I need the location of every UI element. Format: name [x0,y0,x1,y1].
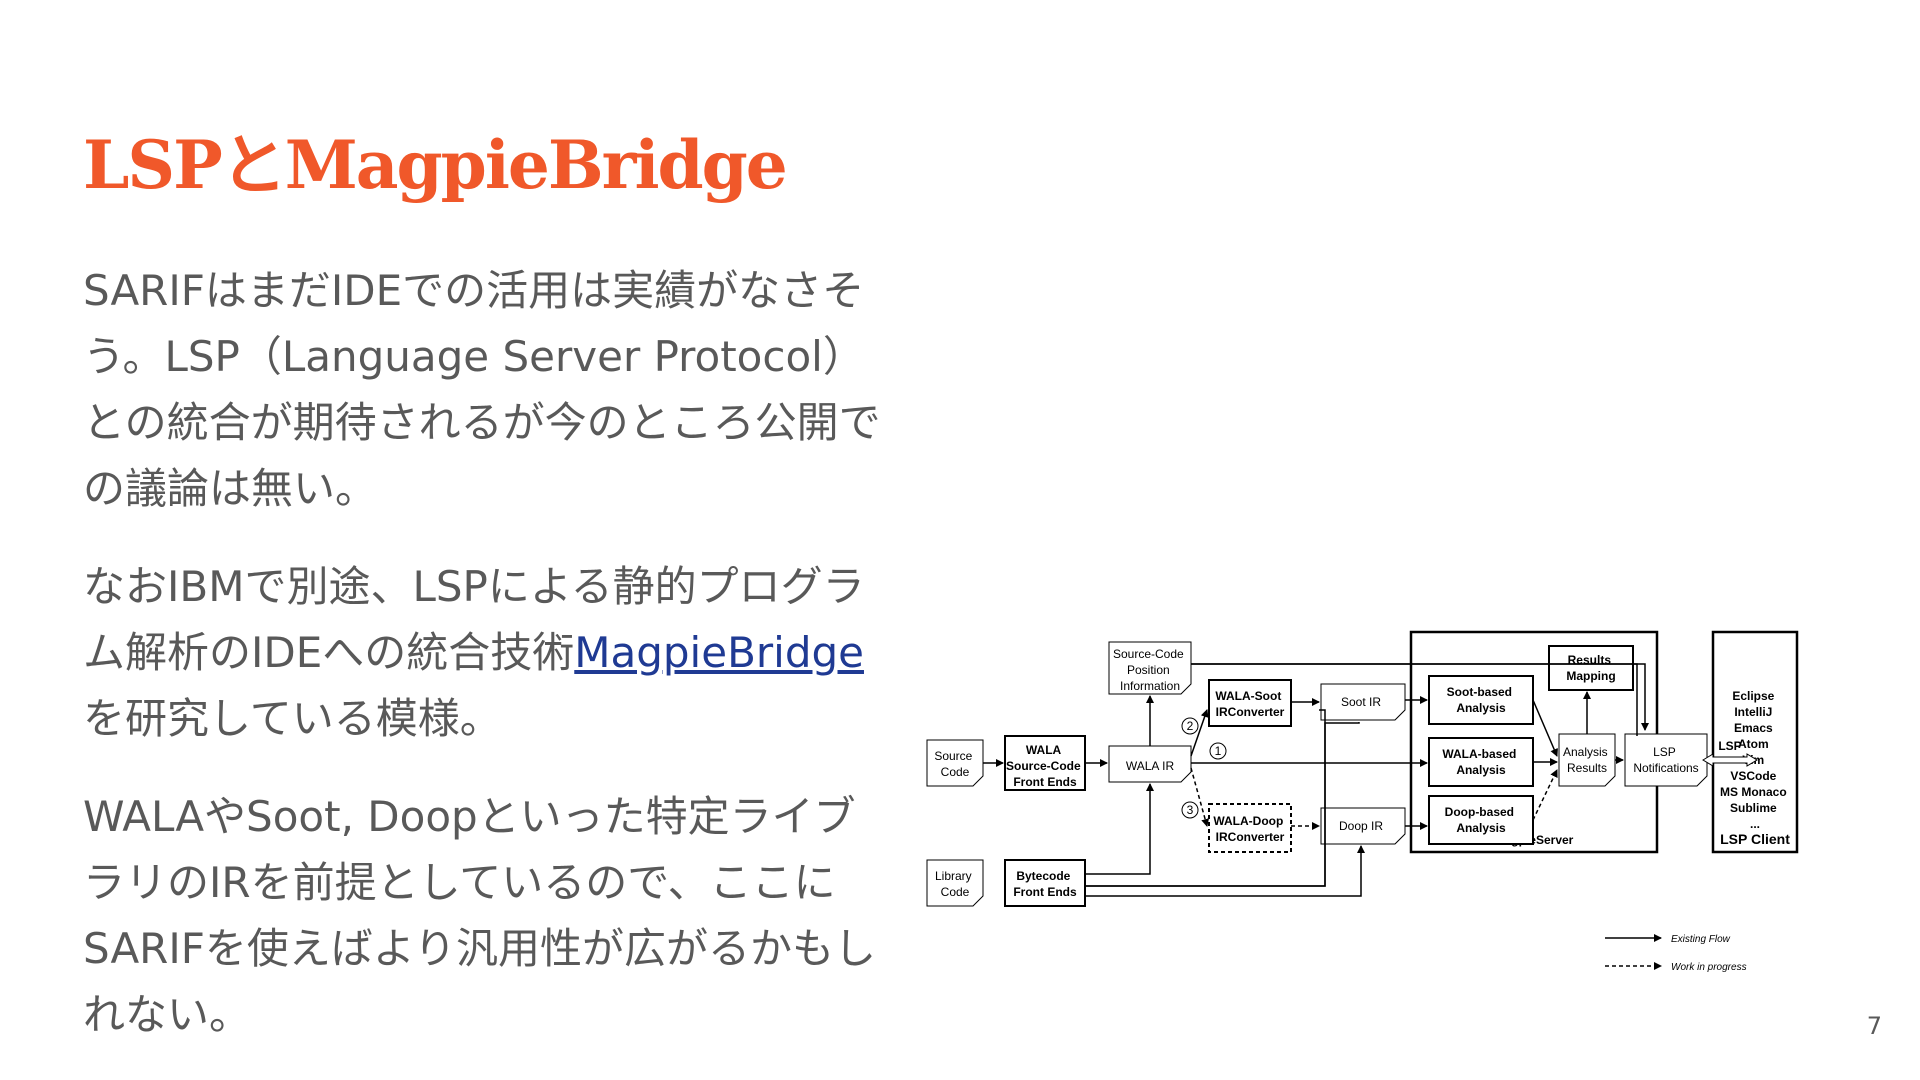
work-in-progress-arrows [1190,767,1558,830]
wala-ir-label: WALA IR [1126,759,1175,773]
soot-ir-label: Soot IR [1341,695,1381,709]
wala-front-ends-node [1004,735,1086,791]
wala-soot-converter-node [1208,679,1292,727]
soot-analysis-label: Soot-based Analysis [1447,685,1516,715]
doop-ir-node [1320,807,1406,845]
step-3-label: 3 [1187,803,1194,817]
lsp-client-label: LSP Client [1720,831,1790,847]
bytecode-front-ends-node [1004,859,1086,907]
soot-analysis-node [1428,675,1534,725]
step-2-marker [1181,717,1199,735]
step-2-label: 2 [1187,719,1194,733]
library-code-label: Library Code [935,869,975,899]
analysis-results-label: Analysis Results [1563,745,1611,775]
wala-doop-converter-label: WALA-Doop IRConverter [1213,814,1286,844]
lsp-connection-label: LSP [1718,739,1741,753]
step-3-marker [1181,801,1199,819]
wala-front-ends-label: WALA Source-Code Front Ends [1006,743,1084,789]
wala-soot-converter-label: WALA-Soot IRConverter [1215,689,1284,719]
library-code-node [926,859,984,907]
paragraph-sarif-ide: SARIFはまだIDEでの活用は実績がなさそう。LSP（Language Ser… [83,266,881,513]
lsp-notifications-node [1624,733,1708,787]
slide-body: SARIFはまだIDEでの活用は実績がなさそう。LSP（Language Ser… [83,258,893,1080]
analysis-results-node [1558,733,1616,787]
magpiebridge-link[interactable]: MagpieBridge [574,628,864,677]
source-code-label: Source Code [934,749,975,779]
doop-ir-label: Doop IR [1339,819,1383,833]
position-info-label: Source-Code Position Information [1113,647,1187,693]
paragraph-ibm-magpie: なおIBMで別途、LSPによる静的プログラム解析のIDEへの統合技術Magpie… [83,554,893,752]
paragraph2-before: なおIBMで別途、LSPによる静的プログラム解析のIDEへの統合技術 [83,562,865,677]
legend-existing-label: Existing Flow [1671,934,1731,945]
source-code-node [926,739,984,787]
position-info-node [1108,641,1192,695]
results-mapping-node [1548,645,1634,691]
magpiebridge-architecture-diagram: MagpieServer LSP Client Eclipse IntelliJ… [926,630,1799,973]
wala-analysis-label: WALA-based Analysis [1442,747,1519,777]
doop-analysis-node [1428,795,1534,845]
page-number: 7 [1866,1012,1882,1040]
wala-doop-converter-node [1208,803,1292,853]
step-1-marker [1209,742,1227,760]
paragraph-ir-generality: WALAやSoot, Doopといった特定ライブラリのIRを前提としているので、… [83,792,877,1039]
wala-analysis-node [1428,737,1534,787]
wala-ir-node [1108,745,1192,783]
step-1-label: 1 [1215,744,1222,758]
lsp-connection-arrow [1702,753,1758,767]
existing-flow-arrows [983,663,1649,897]
legend-progress-label: Work in progress [1671,962,1747,973]
doop-analysis-label: Doop-based Analysis [1445,805,1518,835]
slide-title: LSPとMagpieBridge [83,126,788,204]
lsp-notifications-label: LSP Notifications [1633,745,1698,775]
lsp-client-box [1711,630,1799,854]
soot-ir-node [1320,683,1406,721]
paragraph2-after: を研究している模様。 [83,694,502,743]
bytecode-front-ends-label: Bytecode Front Ends [1013,869,1077,899]
